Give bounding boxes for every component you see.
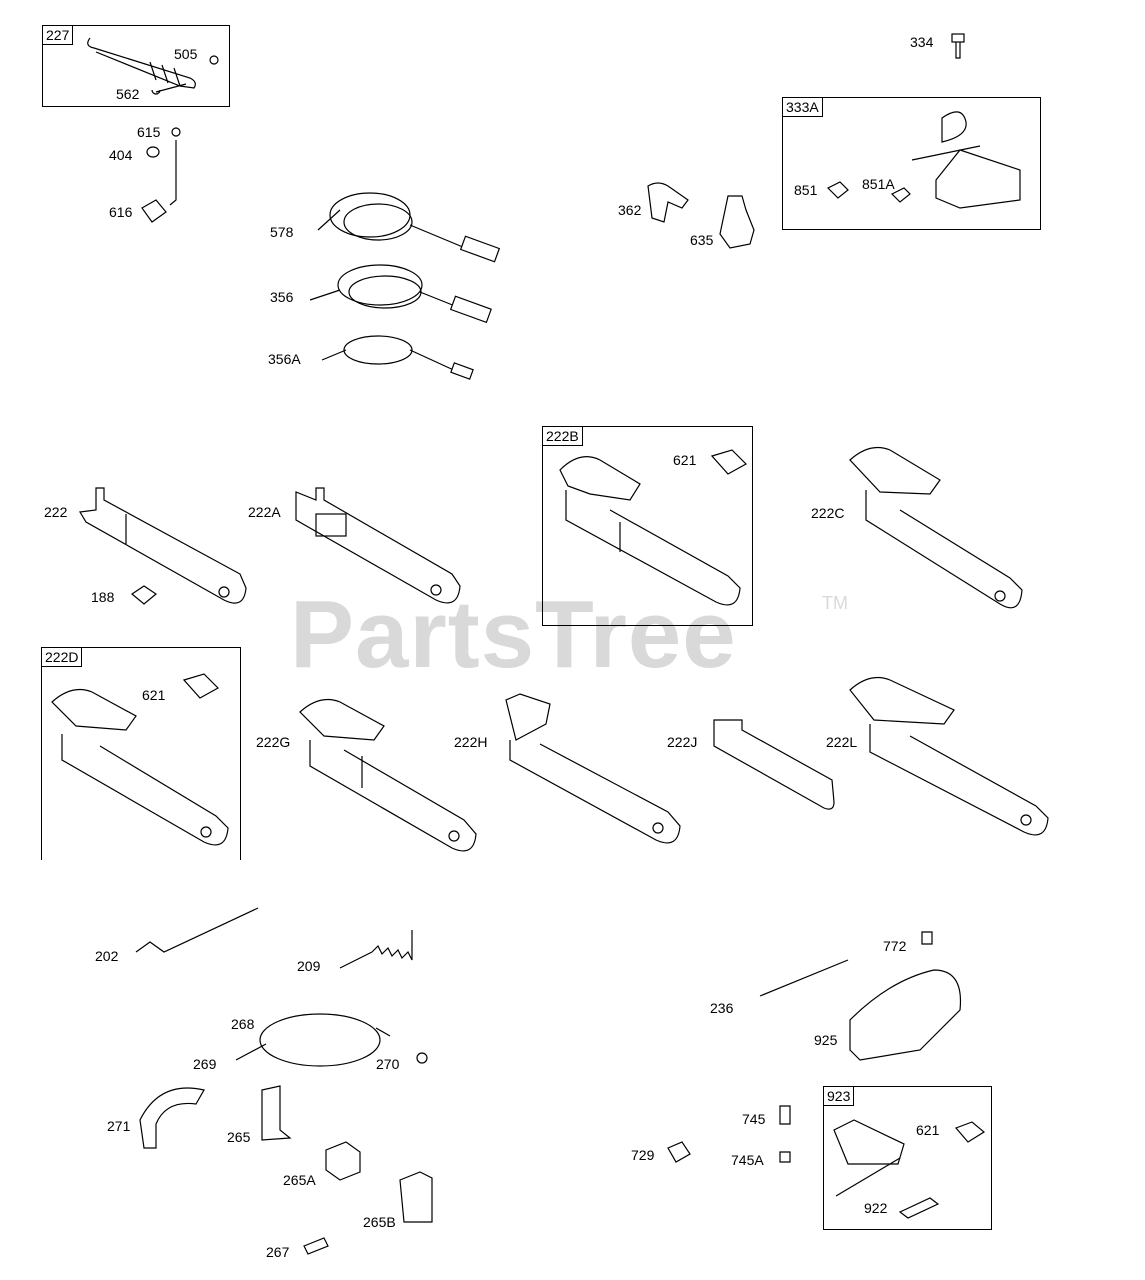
watermark: PartsTree — [290, 581, 737, 688]
part-227-drawing — [87, 37, 219, 95]
part-333A-drawing — [826, 111, 1021, 209]
label-578[interactable]: 578 — [270, 224, 294, 240]
label-236[interactable]: 236 — [710, 1000, 734, 1016]
callout-box-923: 923 — [823, 1086, 992, 1230]
callout-box-222D: 222D — [41, 647, 241, 860]
label-621-222D[interactable]: 621 — [142, 687, 166, 703]
label-925[interactable]: 925 — [814, 1032, 838, 1048]
bracket-222C-drawing — [849, 447, 1023, 609]
part-209-drawing — [339, 930, 413, 969]
callout-box-222D-label: 222D — [42, 648, 83, 667]
label-772[interactable]: 772 — [883, 938, 907, 954]
label-271[interactable]: 271 — [107, 1118, 131, 1134]
part-271-drawing — [139, 1087, 205, 1149]
label-269[interactable]: 269 — [193, 1056, 217, 1072]
label-209[interactable]: 209 — [297, 958, 321, 974]
part-202-drawing — [135, 907, 259, 953]
label-745[interactable]: 745 — [742, 1111, 766, 1127]
label-851[interactable]: 851 — [794, 182, 818, 198]
label-729[interactable]: 729 — [631, 1147, 655, 1163]
label-562[interactable]: 562 — [116, 86, 140, 102]
label-222C[interactable]: 222C — [811, 505, 845, 521]
bracket-222-drawing — [79, 487, 247, 605]
bracket-222H-drawing — [505, 693, 681, 844]
label-222G[interactable]: 222G — [256, 734, 291, 750]
label-404[interactable]: 404 — [109, 147, 133, 163]
label-222H[interactable]: 222H — [454, 734, 488, 750]
label-265[interactable]: 265 — [227, 1129, 251, 1145]
label-745A[interactable]: 745A — [731, 1152, 764, 1168]
trademark-mark: TM — [822, 593, 848, 613]
callout-box-222B-label: 222B — [543, 427, 583, 446]
callout-box-923-label: 923 — [824, 1087, 855, 1106]
part-923-drawing — [833, 1119, 986, 1219]
label-222J[interactable]: 222J — [667, 734, 698, 750]
label-616[interactable]: 616 — [109, 204, 133, 220]
label-362[interactable]: 362 — [618, 202, 642, 218]
label-621-923[interactable]: 621 — [916, 1122, 940, 1138]
label-635[interactable]: 635 — [690, 232, 714, 248]
label-222L[interactable]: 222L — [826, 734, 858, 750]
label-334[interactable]: 334 — [910, 34, 934, 50]
part-268-cable-drawing — [235, 1013, 428, 1067]
label-202[interactable]: 202 — [95, 948, 119, 964]
label-615[interactable]: 615 — [137, 124, 161, 140]
callout-box-333A-label: 333A — [783, 98, 823, 117]
label-356A[interactable]: 356A — [268, 351, 301, 367]
bracket-222G-drawing — [299, 699, 477, 852]
label-505[interactable]: 505 — [174, 46, 198, 62]
label-265A[interactable]: 265A — [283, 1172, 316, 1188]
part-362-635-drawing — [647, 182, 755, 249]
bracket-222A-drawing — [295, 487, 461, 604]
bracket-222B-drawing — [559, 449, 747, 606]
label-356[interactable]: 356 — [270, 289, 294, 305]
part-265-drawings — [261, 1085, 433, 1255]
callout-box-227-label: 227 — [43, 26, 74, 45]
label-268[interactable]: 268 — [231, 1016, 255, 1032]
callout-box-222B: 222B — [542, 426, 753, 626]
part-236-925-drawing — [759, 931, 962, 1061]
label-188[interactable]: 188 — [91, 589, 115, 605]
callout-box-227: 227 — [42, 25, 230, 107]
callout-box-333A: 333A — [782, 97, 1041, 230]
part-745-729-drawing — [667, 1105, 791, 1163]
part-334-drawing — [951, 33, 965, 59]
label-222[interactable]: 222 — [44, 504, 68, 520]
bracket-222J-drawing — [713, 719, 835, 810]
label-922[interactable]: 922 — [864, 1200, 888, 1216]
label-267[interactable]: 267 — [266, 1244, 290, 1260]
label-265B[interactable]: 265B — [363, 1214, 396, 1230]
label-222A[interactable]: 222A — [248, 504, 281, 520]
label-851A[interactable]: 851A — [862, 176, 895, 192]
label-270[interactable]: 270 — [376, 1056, 400, 1072]
label-621-222B[interactable]: 621 — [673, 452, 697, 468]
part-615-616-drawing — [141, 127, 181, 223]
cable-harness-drawings — [309, 192, 501, 380]
bracket-222D-drawing — [51, 673, 229, 846]
bracket-222L-drawing — [849, 677, 1049, 836]
